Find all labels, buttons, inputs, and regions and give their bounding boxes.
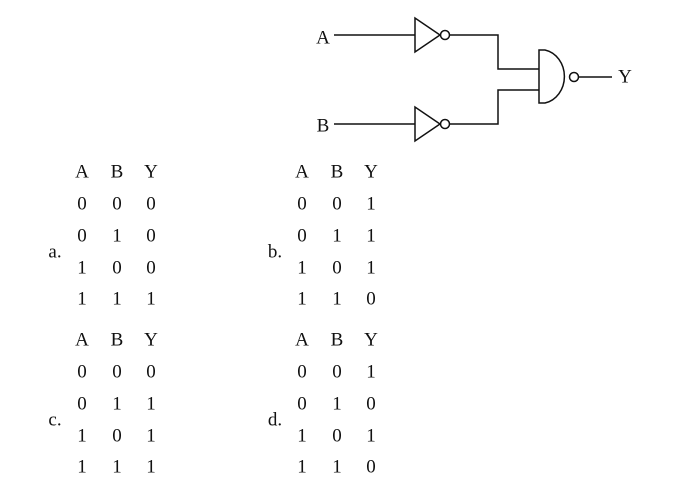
table-header: A <box>295 161 309 183</box>
table-cell: 1 <box>112 456 122 478</box>
option-label: a. <box>48 241 62 263</box>
table-cell: 0 <box>146 257 156 279</box>
table-cell: 1 <box>146 456 156 478</box>
nand-gate <box>538 49 580 104</box>
table-header: Y <box>364 161 378 183</box>
table-cell: 0 <box>297 193 307 215</box>
table-cell: 0 <box>77 393 87 415</box>
table-cell: 1 <box>366 225 376 247</box>
table-cell: 1 <box>297 456 307 478</box>
table-cell: 1 <box>77 456 87 478</box>
table-cell: 0 <box>366 288 376 310</box>
table-header: A <box>295 329 309 351</box>
table-cell: 0 <box>112 193 122 215</box>
table-cell: 0 <box>146 193 156 215</box>
table-header: B <box>110 329 124 351</box>
table-cell: 0 <box>297 393 307 415</box>
table-cell: 0 <box>332 425 342 447</box>
table-cell: 1 <box>297 288 307 310</box>
not-gate-b <box>414 105 451 143</box>
table-cell: 1 <box>146 393 156 415</box>
table-header: Y <box>144 161 158 183</box>
table-cell: 0 <box>332 361 342 383</box>
table-cell: 1 <box>366 257 376 279</box>
table-cell: 1 <box>146 425 156 447</box>
output-y-label: Y <box>618 66 632 88</box>
option-label: d. <box>267 409 283 431</box>
not-gate-a <box>414 16 451 54</box>
table-cell: 1 <box>112 393 122 415</box>
table-cell: 0 <box>366 456 376 478</box>
table-cell: 0 <box>112 361 122 383</box>
table-cell: 1 <box>332 393 342 415</box>
table-cell: 1 <box>366 425 376 447</box>
table-cell: 1 <box>297 257 307 279</box>
table-cell: 0 <box>366 393 376 415</box>
option-label: c. <box>48 409 62 431</box>
table-cell: 1 <box>112 288 122 310</box>
table-cell: 0 <box>112 257 122 279</box>
table-cell: 1 <box>332 456 342 478</box>
table-header: Y <box>364 329 378 351</box>
table-cell: 1 <box>366 361 376 383</box>
table-cell: 0 <box>112 425 122 447</box>
table-cell: 1 <box>112 225 122 247</box>
table-cell: 0 <box>146 361 156 383</box>
table-cell: 0 <box>332 257 342 279</box>
table-header: A <box>75 161 89 183</box>
table-cell: 0 <box>77 225 87 247</box>
table-cell: 0 <box>332 193 342 215</box>
table-cell: 1 <box>77 288 87 310</box>
table-cell: 0 <box>77 193 87 215</box>
table-cell: 1 <box>77 425 87 447</box>
table-cell: 0 <box>297 225 307 247</box>
table-header: B <box>330 329 344 351</box>
wire-a-to-nand <box>450 34 539 70</box>
table-header: B <box>330 161 344 183</box>
table-cell: 0 <box>297 361 307 383</box>
option-label: b. <box>267 241 283 263</box>
table-cell: 1 <box>366 193 376 215</box>
table-header: A <box>75 329 89 351</box>
table-cell: 1 <box>77 257 87 279</box>
table-cell: 1 <box>146 288 156 310</box>
input-a-label: A <box>316 27 330 49</box>
input-b-label: B <box>316 115 330 137</box>
table-cell: 1 <box>332 225 342 247</box>
table-header: Y <box>144 329 158 351</box>
wire-b-to-nand <box>450 89 539 125</box>
table-cell: 1 <box>297 425 307 447</box>
table-cell: 1 <box>332 288 342 310</box>
table-header: B <box>110 161 124 183</box>
table-cell: 0 <box>77 361 87 383</box>
table-cell: 0 <box>146 225 156 247</box>
